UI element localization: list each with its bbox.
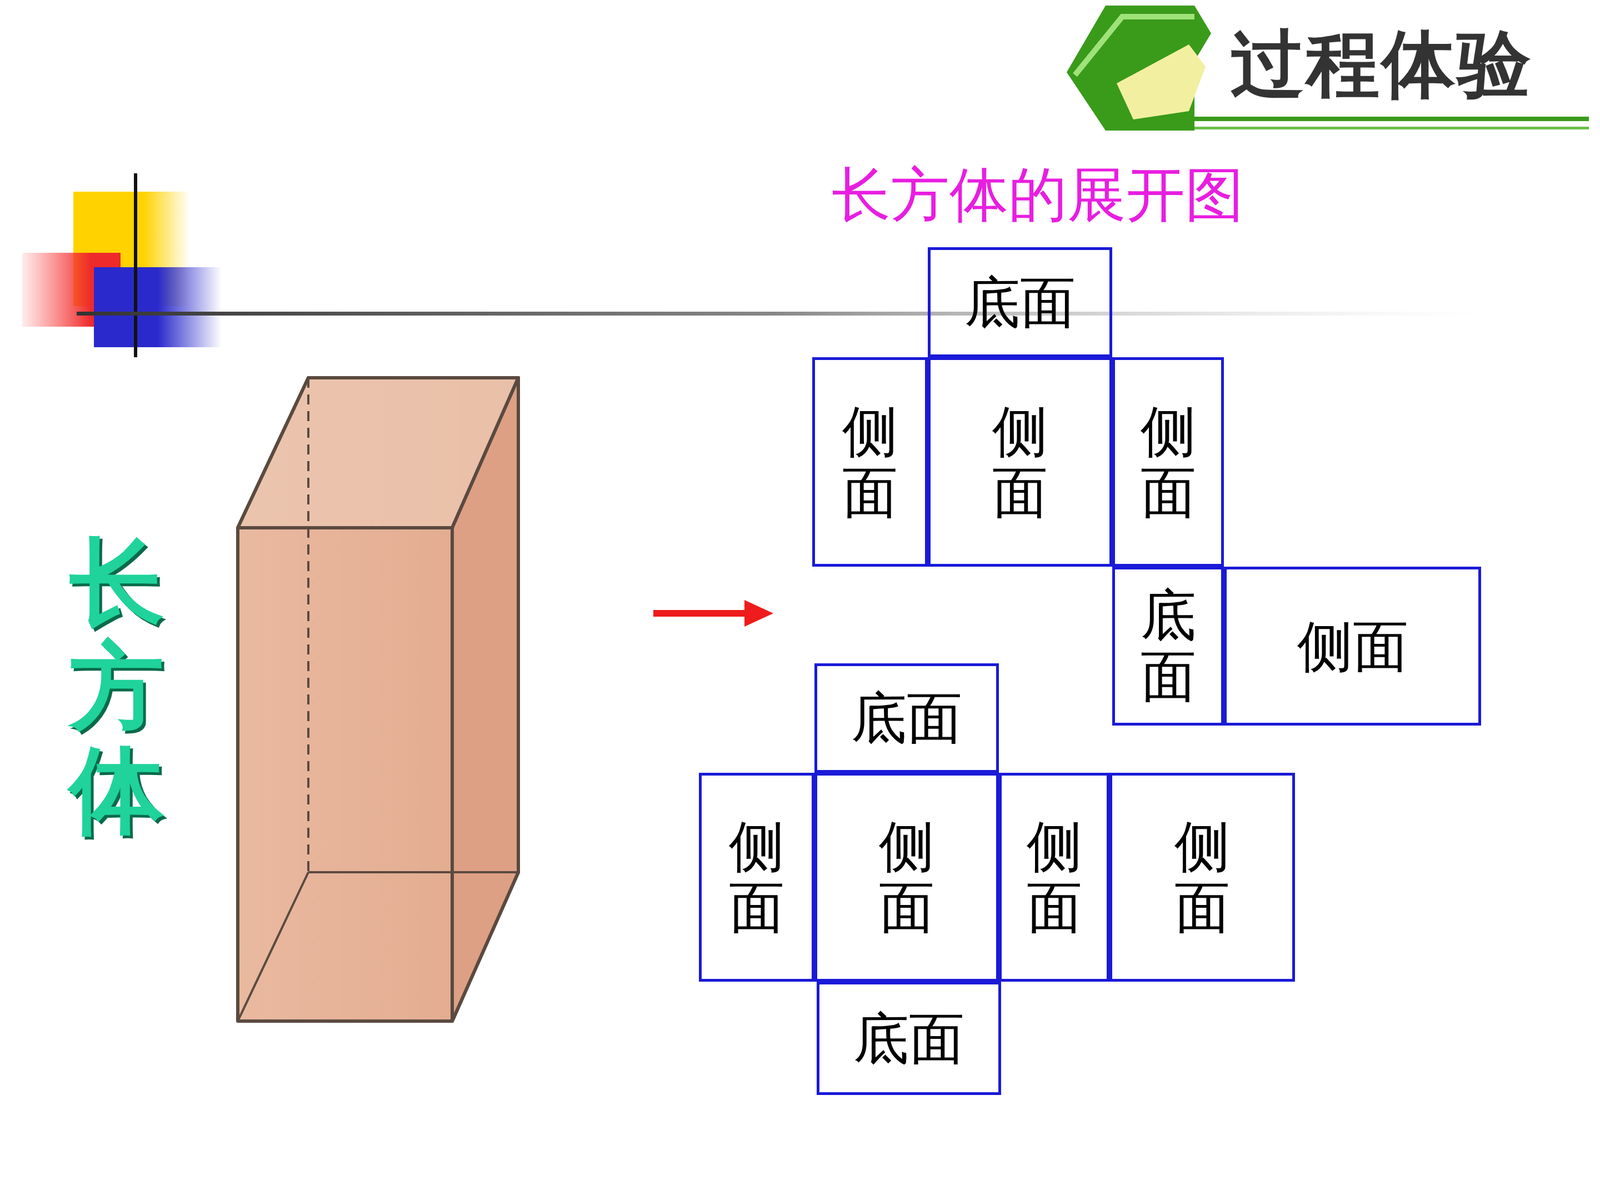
face-label: 侧面: [728, 816, 785, 939]
face-label: 侧面: [1140, 401, 1197, 524]
net-face: 底面: [816, 981, 1002, 1095]
face-label: 侧面: [842, 401, 898, 524]
face-label: 底面: [851, 686, 963, 750]
face-label: 侧面: [878, 816, 935, 939]
book-highlight: [1075, 16, 1195, 75]
header-title: 过程体验: [1230, 22, 1533, 107]
vertical-rule: [133, 173, 138, 358]
face-label: 侧面: [992, 401, 1048, 524]
red-arrowhead: [744, 600, 774, 627]
net-face: 侧面: [927, 357, 1113, 567]
face-label: 底面: [853, 1006, 965, 1071]
net-face: 底面: [1112, 566, 1224, 726]
net-face: 侧面: [998, 772, 1110, 982]
net-face: 侧面: [698, 772, 815, 982]
face-label: 侧面: [1026, 816, 1083, 939]
header-line: [1194, 126, 1589, 130]
face-label: 底面: [1140, 585, 1197, 708]
book-pages: [1116, 44, 1206, 120]
net-face: 底面: [814, 663, 999, 773]
net-face: 侧面: [1112, 357, 1224, 567]
net-face: 侧面: [814, 772, 999, 982]
net-face: 侧面: [1109, 772, 1295, 982]
book-icon: [1066, 5, 1212, 131]
blue-square: [93, 267, 222, 348]
cuboid-illustration: [237, 377, 519, 1022]
face-label: 侧面: [1174, 816, 1230, 939]
header-line: [1194, 116, 1589, 122]
net-face: 侧面: [812, 357, 928, 567]
face-label: 底面: [964, 270, 1076, 335]
net-face: 侧面: [1223, 566, 1482, 726]
horizontal-rule: [76, 311, 1483, 316]
net-face: 底面: [927, 247, 1113, 358]
red-arrow: [653, 610, 750, 617]
diagram-title: 长方体的展开图: [831, 161, 1244, 229]
vertical-heading: 长方体: [69, 530, 164, 843]
face-label: 侧面: [1297, 614, 1409, 679]
